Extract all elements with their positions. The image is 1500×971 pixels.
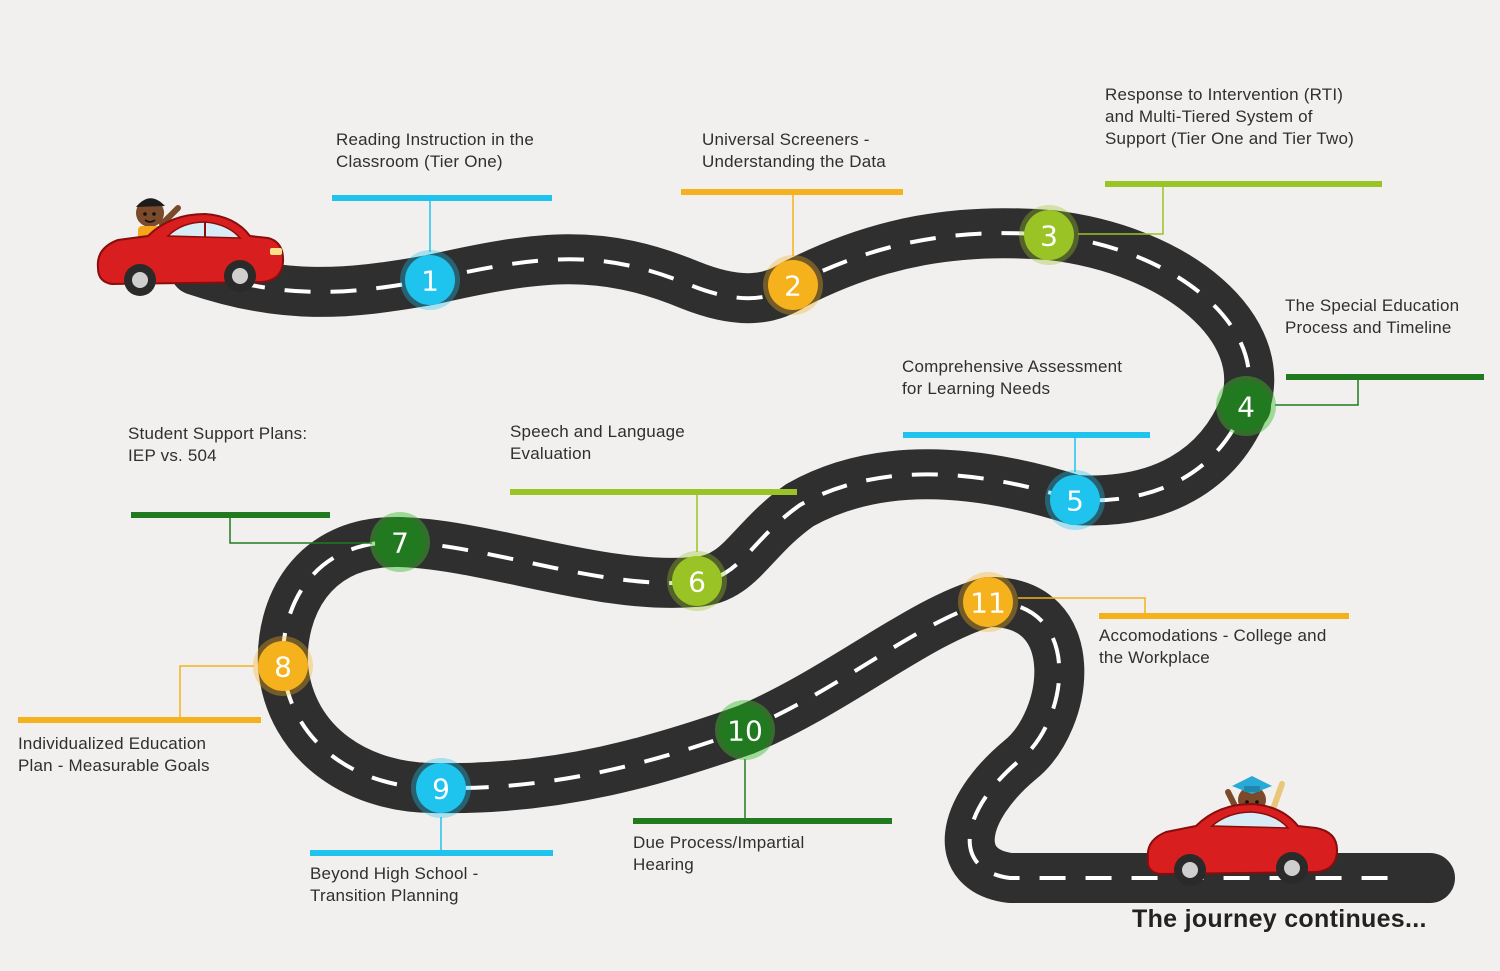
- header-bar-1: [332, 195, 552, 201]
- step-number-9: 9: [432, 773, 450, 806]
- step-marker-2: 2: [763, 255, 823, 315]
- step-label-2-text: Universal Screeners - Understanding the …: [702, 130, 886, 171]
- step-label-5: Comprehensive Assessment for Learning Ne…: [902, 356, 1122, 400]
- road: [170, 208, 1455, 903]
- leader-11: [1018, 597, 1146, 613]
- step-markers: 1 2 3 4 5: [253, 205, 1276, 818]
- step-marker-6: 6: [667, 551, 727, 611]
- step-label-10: Due Process/Impartial Hearing: [633, 832, 804, 876]
- step-label-8-text: Individualized Education Plan - Measurab…: [18, 734, 210, 775]
- graduate-car-illustration: [1146, 776, 1339, 886]
- step-number-11: 11: [970, 587, 1006, 620]
- step-number-3: 3: [1040, 220, 1058, 253]
- step-label-11-text: Accomodations - College and the Workplac…: [1099, 626, 1327, 667]
- step-label-7: Student Support Plans: IEP vs. 504: [128, 423, 307, 467]
- header-bar-7: [131, 512, 330, 518]
- leader-4: [1275, 380, 1359, 406]
- step-label-11: Accomodations - College and the Workplac…: [1099, 625, 1326, 669]
- step-number-4: 4: [1237, 391, 1255, 424]
- step-label-6-text: Speech and Language Evaluation: [510, 422, 685, 463]
- header-bar-6: [510, 489, 797, 495]
- header-bar-2: [681, 189, 903, 195]
- header-bar-10: [633, 818, 892, 824]
- step-marker-5: 5: [1045, 470, 1105, 530]
- header-bar-5: [903, 432, 1150, 438]
- leader-7: [229, 518, 372, 544]
- step-number-6: 6: [688, 566, 706, 599]
- leader-3: [1078, 187, 1164, 235]
- step-number-1: 1: [421, 265, 439, 298]
- step-label-4: The Special Education Process and Timeli…: [1285, 295, 1459, 339]
- start-car-illustration: [96, 198, 285, 296]
- header-bar-8: [18, 717, 261, 723]
- leader-8: [179, 665, 254, 717]
- step-label-9-text: Beyond High School - Transition Planning: [310, 864, 479, 905]
- step-label-5-text: Comprehensive Assessment for Learning Ne…: [902, 357, 1123, 398]
- header-bar-9: [310, 850, 553, 856]
- step-number-5: 5: [1066, 485, 1084, 518]
- step-marker-7: 7: [370, 512, 430, 572]
- closing-text: The journey continues...: [1132, 905, 1427, 933]
- step-label-3: Response to Intervention (RTI) and Multi…: [1105, 84, 1354, 150]
- step-number-10: 10: [727, 715, 763, 748]
- step-label-1: Reading Instruction in the Classroom (Ti…: [336, 129, 534, 173]
- step-number-7: 7: [391, 527, 409, 560]
- step-label-3-text: Response to Intervention (RTI) and Multi…: [1105, 85, 1355, 148]
- step-marker-1: 1: [400, 250, 460, 310]
- header-bar-11: [1099, 613, 1349, 619]
- step-number-2: 2: [784, 270, 802, 303]
- step-label-1-text: Reading Instruction in the Classroom (Ti…: [336, 130, 534, 171]
- step-number-8: 8: [274, 651, 292, 684]
- step-label-9: Beyond High School - Transition Planning: [310, 863, 478, 907]
- step-marker-8: 8: [253, 636, 313, 696]
- step-label-2: Universal Screeners - Understanding the …: [702, 129, 886, 173]
- step-marker-10: 10: [715, 700, 775, 760]
- step-marker-4: 4: [1216, 376, 1276, 436]
- header-bar-4: [1286, 374, 1484, 380]
- step-marker-9: 9: [411, 758, 471, 818]
- step-label-7-text: Student Support Plans: IEP vs. 504: [128, 424, 308, 465]
- connectors: [18, 181, 1484, 856]
- header-bar-3: [1105, 181, 1382, 187]
- step-label-4-text: The Special Education Process and Timeli…: [1285, 296, 1460, 337]
- step-label-6: Speech and Language Evaluation: [510, 421, 685, 465]
- step-marker-3: 3: [1019, 205, 1079, 265]
- step-label-10-text: Due Process/Impartial Hearing: [633, 833, 805, 874]
- step-label-8: Individualized Education Plan - Measurab…: [18, 733, 210, 777]
- step-marker-11: 11: [958, 572, 1018, 632]
- lane-markings: [194, 231, 1400, 880]
